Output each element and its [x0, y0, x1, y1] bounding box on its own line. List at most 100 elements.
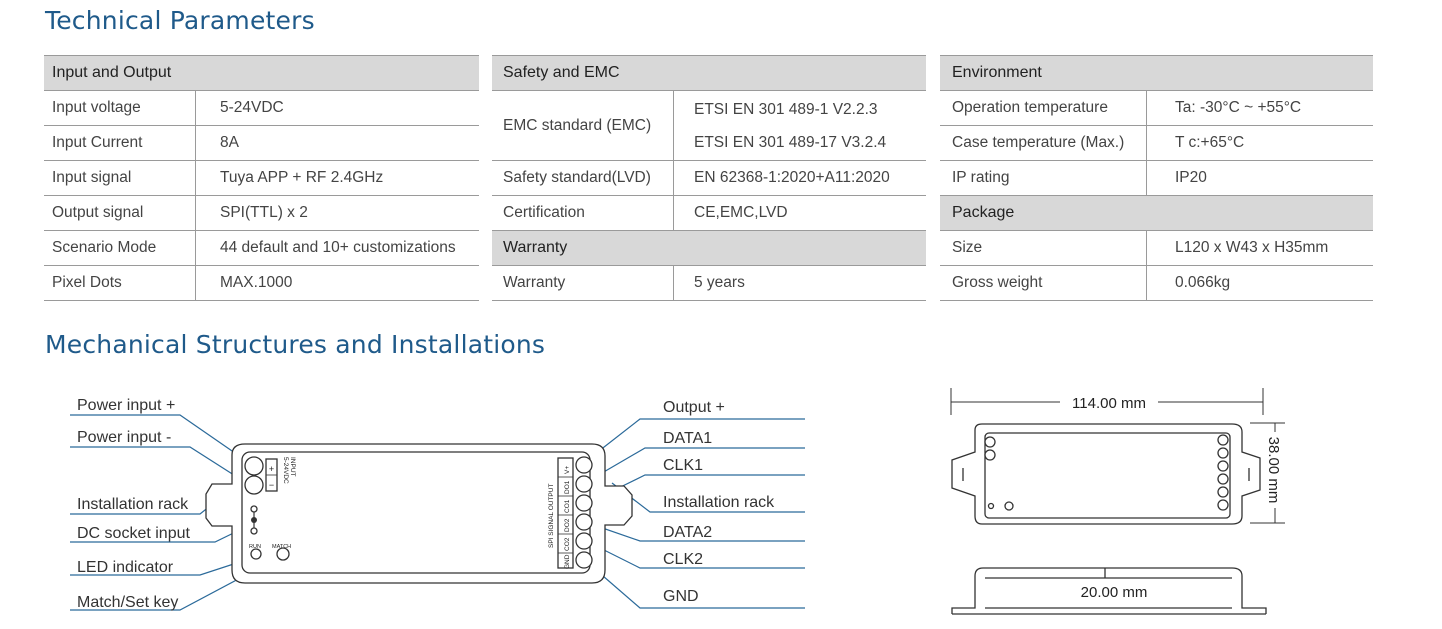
side-view-body [951, 567, 1267, 614]
operation-temperature-label: Operation temperature [940, 90, 1147, 126]
polarity-minus: − [269, 480, 274, 490]
controller-body [205, 443, 633, 584]
input-terminal-minus [244, 475, 264, 495]
package-header: Package [940, 195, 1373, 231]
output-terminal-co1 [575, 494, 593, 512]
ip-rating-value: IP20 [1146, 160, 1373, 196]
led-indicator [250, 548, 262, 560]
output-signal-label: Output signal [44, 195, 196, 231]
output-terminal-do1 [575, 475, 593, 493]
dim-length-text: 114.00 mm [1072, 395, 1146, 412]
input-output-header: Input and Output [44, 55, 479, 91]
output-terminal-do2 [575, 513, 593, 531]
safety-emc-table: Safety and EMC EMC standard (EMC) ETSI E… [492, 55, 926, 301]
top-view-inner [984, 432, 1231, 519]
emc-standard-value-2: ETSI EN 301 489-17 V3.2.4 [694, 133, 887, 151]
label-installation-rack-left: Installation rack [77, 496, 189, 513]
certification-label: Certification [492, 195, 674, 231]
safety-standard-label: Safety standard(LVD) [492, 160, 674, 196]
label-dc-socket-input: DC socket input [77, 525, 190, 542]
emc-standard-label: EMC standard (EMC) [492, 90, 674, 161]
top-view-out-terminal-6 [1217, 499, 1229, 511]
output-terminal-vplus [575, 456, 593, 474]
terminal-label-co2: CO2 [564, 537, 571, 551]
input-current-label: Input Current [44, 125, 196, 161]
label-match-set-key: Match/Set key [77, 594, 178, 611]
top-view-terminal-1 [984, 436, 996, 448]
output-signal-value: SPI(TTL) x 2 [195, 195, 479, 231]
top-view-out-terminal-1 [1217, 434, 1229, 446]
label-led-indicator: LED indicator [77, 559, 174, 576]
output-terminal-co2 [575, 532, 593, 550]
size-label: Size [940, 230, 1147, 266]
label-data1: DATA1 [663, 430, 712, 447]
input-voltage-value: 5-24VDC [195, 90, 479, 126]
warranty-label: Warranty [492, 265, 674, 301]
label-power-input-plus: Power input + [77, 397, 175, 414]
case-temperature-label: Case temperature (Max.) [940, 125, 1147, 161]
leader-power-plus [70, 414, 249, 463]
size-value: L120 x W43 x H35mm [1146, 230, 1373, 266]
terminal-label-co1: CO1 [564, 499, 571, 513]
dc-socket-top [250, 505, 258, 513]
label-gnd: GND [663, 588, 699, 605]
leader-power-minus [70, 446, 249, 485]
match-key [276, 547, 290, 561]
pixel-dots-label: Pixel Dots [44, 265, 196, 301]
wiring-diagram: + − INPUT 5-24VDC RUN MATCH SPI SIGNAL O… [70, 397, 805, 611]
top-view-body [951, 423, 1261, 525]
warranty-value: 5 years [673, 265, 926, 301]
dimension-drawing: 114.00 mm 38.00 mm 20.00 mm [950, 388, 1285, 615]
top-view-out-terminal-4 [1217, 473, 1229, 485]
leader-gnd [587, 562, 805, 609]
gross-weight-label: Gross weight [940, 265, 1147, 301]
top-view-out-terminal-3 [1217, 460, 1229, 472]
certification-value: CE,EMC,LVD [673, 195, 926, 231]
label-power-input-minus: Power input - [77, 429, 171, 446]
input-current-value: 8A [195, 125, 479, 161]
pixel-dots-value: MAX.1000 [195, 265, 479, 301]
controller-inner-outline [241, 451, 591, 574]
case-temperature-value: T c:+65°C [1146, 125, 1373, 161]
voltage-text: 5-24VDC [282, 457, 289, 484]
dc-socket-bottom [250, 527, 258, 535]
label-installation-rack-right: Installation rack [663, 494, 775, 511]
terminal-label-vplus: V+ [564, 466, 571, 474]
input-terminal-plus [244, 456, 264, 476]
terminal-label-gnd: GND [564, 554, 571, 569]
output-terminal-gnd [575, 551, 593, 569]
mechanical-structures-title: Mechanical Structures and Installations [45, 330, 546, 359]
top-view-led [987, 502, 995, 510]
operation-temperature-value: Ta: -30°C ~ +55°C [1146, 90, 1373, 126]
environment-header: Environment [940, 55, 1373, 91]
input-text: INPUT [289, 457, 296, 477]
scenario-mode-label: Scenario Mode [44, 230, 196, 266]
run-text: RUN [249, 544, 261, 550]
emc-standard-values: ETSI EN 301 489-1 V2.2.3 ETSI EN 301 489… [673, 90, 926, 161]
label-clk1: CLK1 [663, 457, 703, 474]
input-voltage-label: Input voltage [44, 90, 196, 126]
spi-output-text: SPI SIGNAL OUTPUT [548, 484, 555, 548]
terminal-label-do1: DO1 [564, 480, 571, 494]
label-clk2: CLK2 [663, 551, 703, 568]
label-data2: DATA2 [663, 524, 712, 541]
leader-data1 [589, 447, 805, 481]
top-view-out-terminal-5 [1217, 486, 1229, 498]
input-signal-value: Tuya APP + RF 2.4GHz [195, 160, 479, 196]
dim-width-text: 38.00 mm [1265, 437, 1282, 504]
safety-emc-header: Safety and EMC [492, 55, 926, 91]
label-output-plus: Output + [663, 399, 725, 416]
top-view-out-terminal-2 [1217, 447, 1229, 459]
terminal-label-do2: DO2 [564, 518, 571, 532]
gross-weight-value: 0.066kg [1146, 265, 1373, 301]
scenario-mode-value: 44 default and 10+ customizations [195, 230, 479, 266]
warranty-header: Warranty [492, 230, 926, 266]
dc-socket-center [251, 517, 257, 523]
leader-output-plus [589, 418, 805, 459]
emc-standard-value-1: ETSI EN 301 489-1 V2.2.3 [694, 100, 878, 118]
safety-standard-value: EN 62368-1:2020+A11:2020 [673, 160, 926, 196]
technical-parameters-title: Technical Parameters [45, 6, 315, 35]
polarity-plus: + [269, 464, 274, 474]
